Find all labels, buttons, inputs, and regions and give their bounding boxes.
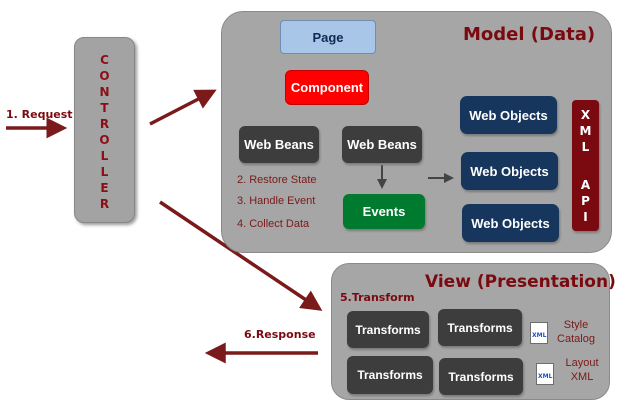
controller-box: C O N T R O L L E R [74, 37, 135, 223]
layout-xml-line: XML [570, 371, 594, 383]
controller-letter: R [99, 197, 110, 211]
xml-api-letter: M [579, 124, 592, 138]
transforms-box: Transforms [347, 311, 429, 348]
transforms-box: Transforms [439, 358, 523, 395]
xml-api-letter: I [583, 210, 588, 224]
layout-xml-line: Layout [565, 357, 599, 369]
controller-letter: L [100, 165, 109, 179]
component-box: Component [285, 70, 369, 105]
view-title: View (Presentation) [425, 272, 616, 292]
xml-api-letter: L [581, 140, 590, 154]
request-label: 1. Request [6, 108, 73, 121]
transform-label: 5.Transform [340, 291, 415, 304]
style-catalog-line: Style [563, 319, 589, 331]
web-beans-box: Web Beans [342, 126, 422, 163]
style-catalog-label: Style Catalog [554, 318, 598, 346]
controller-letter: T [100, 101, 109, 115]
controller-to-view-arrow [159, 200, 323, 311]
style-catalog-line: Catalog [557, 333, 595, 345]
web-beans-box: Web Beans [239, 126, 319, 163]
controller-letter: E [100, 181, 109, 195]
controller-letter: C [100, 53, 109, 67]
transforms-box: Transforms [438, 309, 522, 346]
xml-file-icon-text: XML [538, 373, 553, 380]
handle-event-step: 3. Handle Event [237, 195, 316, 207]
xml-file-icon-text: XML [532, 332, 547, 339]
controller-letter: L [100, 149, 109, 163]
controller-letter: R [99, 117, 110, 131]
layout-xml-label: Layout XML [560, 356, 604, 384]
controller-letter: N [99, 85, 110, 99]
controller-letter: O [99, 69, 110, 83]
controller-letter: O [99, 133, 110, 147]
xml-api-box: X M L A P I [572, 100, 599, 231]
events-box: Events [343, 194, 425, 229]
xml-file-icon: XML [536, 363, 554, 385]
model-title: Model (Data) [463, 24, 596, 45]
xml-api-letter: X [580, 108, 591, 122]
page-box: Page [280, 20, 376, 54]
restore-state-step: 2. Restore State [237, 174, 317, 186]
controller-to-model-arrow [149, 89, 217, 126]
response-label: 6.Response [244, 328, 316, 341]
web-objects-box: Web Objects [461, 152, 558, 190]
transforms-box: Transforms [347, 356, 433, 394]
xml-file-icon: XML [530, 322, 548, 344]
xml-api-letter: A [580, 178, 591, 192]
web-objects-box: Web Objects [460, 96, 557, 134]
xml-api-letter: P [581, 194, 590, 208]
collect-data-step: 4. Collect Data [237, 218, 310, 230]
web-objects-box: Web Objects [462, 204, 559, 242]
